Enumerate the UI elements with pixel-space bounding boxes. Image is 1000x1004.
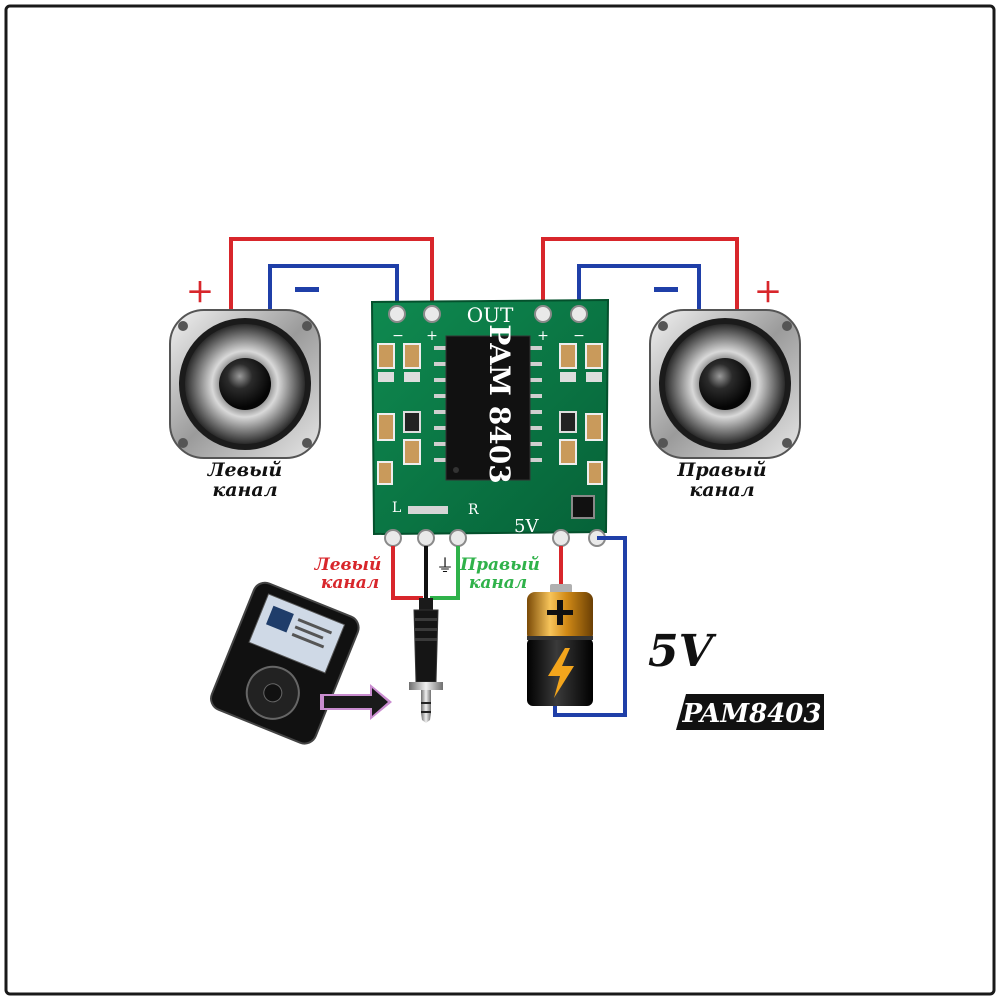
pcb-trace (408, 506, 448, 514)
right-speaker-minus-bar (654, 287, 678, 292)
audio-jack-icon (409, 598, 443, 723)
supply-voltage-label: 5V (648, 626, 717, 677)
pcb-minus-left: − (392, 328, 404, 344)
pcb-marking-r: R (468, 502, 479, 518)
pcb-marking-l: L (392, 500, 401, 516)
pam8403-badge: PAM8403 (676, 694, 824, 730)
out-right-plus-pad (534, 305, 552, 323)
pam8403-board: OUT − + + − (370, 298, 610, 547)
input-wires (391, 546, 460, 600)
mp3-player-icon (210, 581, 360, 745)
right-speaker-label-line2: канал (689, 479, 754, 501)
ground-icon: ⏚ (436, 556, 454, 577)
left-red-wire (229, 237, 434, 312)
input-left-label-line2: канал (321, 573, 379, 593)
chip-label: PAM 8403 (483, 324, 516, 483)
right-blue-wire (577, 264, 701, 312)
in-right-pad (449, 529, 467, 547)
input-right-label-line1: Правый (459, 555, 540, 575)
in-left-pad (384, 529, 402, 547)
pcb-power-label: 5V (514, 516, 539, 537)
pcb-plus-right: + (537, 328, 549, 344)
battery-icon (527, 584, 593, 706)
input-left-label-line1: Левый (314, 555, 382, 575)
pcb-plus-left: + (426, 328, 438, 344)
smd-components-left (377, 343, 421, 485)
left-speaker-minus-bar (295, 287, 319, 292)
pcb-minus-right: − (573, 328, 585, 344)
border-frame (4, 4, 996, 996)
out-left-minus-pad (388, 305, 406, 323)
left-speaker-label-line2: канал (212, 479, 277, 501)
right-speaker-plus-sign: + (754, 271, 783, 311)
svg-text:⏚: ⏚ (436, 556, 454, 577)
power-wires (553, 536, 627, 717)
pam8403-chip: PAM 8403 (434, 324, 542, 484)
in-ground-pad (417, 529, 435, 547)
left-speaker-icon (169, 309, 321, 459)
left-speaker-wires (229, 237, 434, 312)
input-right-label-line2: канал (469, 573, 527, 593)
arrow-right-icon (320, 684, 392, 720)
left-speaker-plus-sign: + (186, 271, 215, 311)
right-speaker-label-line1: Правый (676, 459, 766, 481)
power-plus-pad (552, 529, 570, 547)
out-label: OUT (467, 303, 514, 327)
right-red-wire (541, 237, 739, 312)
right-speaker-wires (541, 237, 739, 312)
out-left-plus-pad (423, 305, 441, 323)
badge-text: PAM8403 (682, 699, 822, 729)
left-blue-wire (268, 264, 399, 312)
left-speaker-label-line1: Левый (207, 459, 283, 481)
smd-components-right (559, 343, 603, 519)
out-right-minus-pad (570, 305, 588, 323)
right-speaker-icon (649, 309, 801, 459)
